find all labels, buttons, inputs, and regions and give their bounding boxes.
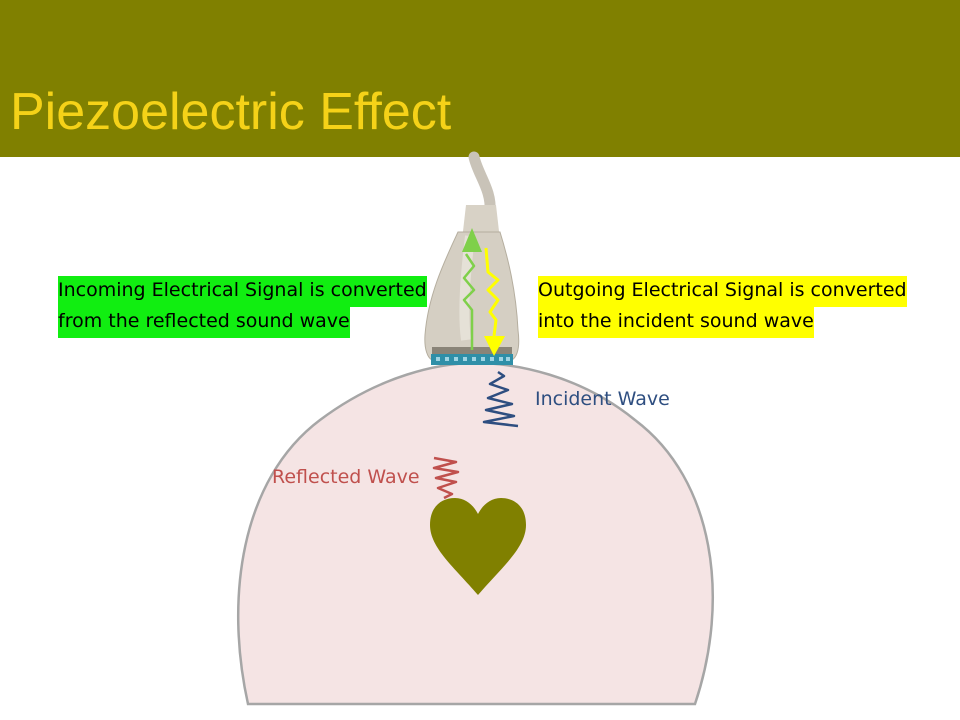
outgoing-label-line1: Outgoing Electrical Signal is converted xyxy=(538,276,907,307)
reflected-wave-zigzag xyxy=(432,456,460,500)
green-up-arrow-icon xyxy=(462,228,482,350)
incident-wave-label: Incident Wave xyxy=(535,388,670,410)
reflected-wave-label: Reflected Wave xyxy=(272,466,420,488)
incoming-signal-label: Incoming Electrical Signal is converted … xyxy=(58,276,427,338)
incoming-label-line2: from the reflected sound wave xyxy=(58,307,350,338)
incident-wave-zigzag xyxy=(482,370,519,428)
title-bar: Piezoelectric Effect xyxy=(0,0,960,157)
page-title: Piezoelectric Effect xyxy=(10,83,452,141)
incoming-label-line1: Incoming Electrical Signal is converted xyxy=(58,276,427,307)
outgoing-label-line2: into the incident sound wave xyxy=(538,307,814,338)
yellow-down-arrow-icon xyxy=(484,247,505,356)
outgoing-signal-label: Outgoing Electrical Signal is converted … xyxy=(538,276,907,338)
heart-icon xyxy=(430,498,526,595)
